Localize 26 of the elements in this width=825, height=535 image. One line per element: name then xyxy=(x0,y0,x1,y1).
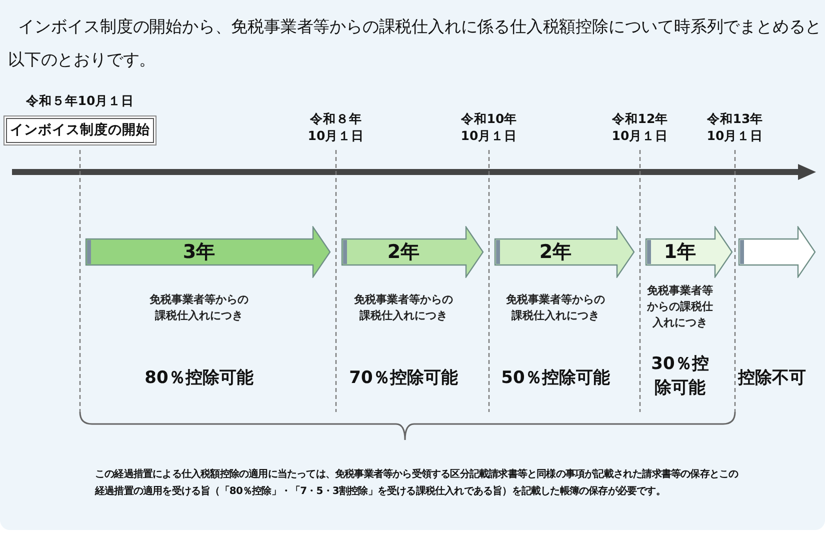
deduction-rate: 控除不可 xyxy=(736,367,807,390)
deduction-rate: 30％控除可能 xyxy=(650,353,710,400)
date-label: 令和８年10月１日 xyxy=(307,110,365,144)
period-band xyxy=(85,226,331,278)
note-text: 免税事業者等からの課税仕入れにつき xyxy=(646,283,714,331)
date-label: 令和10年10月１日 xyxy=(460,110,518,144)
title-text: インボイス制度の開始から、免税事業者等からの課税仕入れに係る仕入税額控除について時系列でまとめると以下のとおりです。 xyxy=(8,16,822,71)
note-text: 免税事業者等からの課税仕入れにつき xyxy=(353,292,454,324)
start-label-box: インボイス制度の開始 xyxy=(6,118,154,143)
period-band xyxy=(738,226,816,278)
deduction-rate: 70％控除可能 xyxy=(348,367,459,390)
period-band xyxy=(494,226,635,278)
date-label: 令和12年10月１日 xyxy=(611,110,669,144)
deduction-rate: 50％控除可能 xyxy=(500,367,611,390)
year-label: 2年 xyxy=(538,240,573,265)
year-label: 1年 xyxy=(662,240,698,265)
footnote-text: この経過措置による仕入税額控除の適用に当たっては、免税事業者等から受領する区分記載請求書等と同様の事項が記載された請求書等の保存とこの経過措置の適用を受ける旨（「80％控除」・「7・5・3割控除」を受ける課税仕入れである旨）を記載した帳簿の保存が必要です。 xyxy=(95,467,740,499)
year-label: 3年 xyxy=(182,240,216,265)
date-label: 令和13年10月１日 xyxy=(706,110,764,144)
note-text: 免税事業者等からの課税仕入れにつき xyxy=(148,292,250,324)
period-band xyxy=(341,226,484,278)
date-label: 令和５年10月１日 xyxy=(24,92,136,109)
year-label: 2年 xyxy=(386,240,421,265)
period-band xyxy=(645,226,733,278)
deduction-rate: 80％控除可能 xyxy=(144,367,254,390)
note-text: 免税事業者等からの課税仕入れにつき xyxy=(505,292,606,324)
